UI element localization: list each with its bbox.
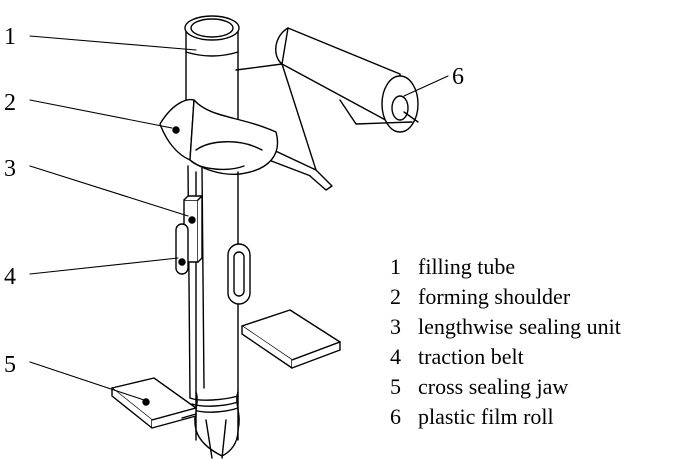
legend-num-5: 5 — [390, 374, 401, 399]
callout-5: 5 — [4, 352, 16, 378]
legend-num-2: 2 — [390, 284, 401, 309]
forming-shoulder — [159, 98, 279, 176]
legend: 1 filling tube 2 forming shoulder 3 leng… — [390, 254, 621, 429]
callout-numbers: 1 2 3 4 5 6 — [4, 24, 464, 378]
leader-1 — [29, 35, 197, 51]
legend-num-3: 3 — [390, 314, 401, 339]
callout-4: 4 — [4, 264, 16, 290]
legend-num-4: 4 — [390, 344, 401, 369]
callout-1: 1 — [4, 24, 16, 50]
legend-label-6: plastic film roll — [418, 404, 554, 429]
legend-label-4: traction belt — [418, 344, 524, 369]
leader-5 — [29, 361, 145, 401]
leader-4 — [29, 257, 179, 275]
traction-belt-left — [175, 223, 189, 275]
callout-2: 2 — [4, 90, 16, 116]
callout-6: 6 — [452, 64, 464, 90]
leader-2 — [29, 99, 173, 129]
leader-6 — [403, 75, 449, 97]
leader-lines — [29, 35, 449, 401]
cross-sealing-jaw-right — [241, 309, 341, 369]
legend-label-2: forming shoulder — [418, 284, 571, 309]
cross-sealing-jaw-left — [111, 377, 197, 429]
legend-label-5: cross sealing jaw — [418, 374, 568, 399]
legend-label-3: lengthwise sealing unit — [418, 314, 621, 339]
leader-3 — [29, 165, 189, 217]
legend-num-6: 6 — [390, 404, 401, 429]
legend-num-1: 1 — [390, 254, 401, 279]
traction-belt-right — [227, 243, 251, 305]
callout-3: 3 — [4, 156, 16, 182]
filling-tube — [184, 15, 240, 141]
legend-label-1: filling tube — [418, 254, 515, 279]
film-roll — [275, 27, 419, 133]
